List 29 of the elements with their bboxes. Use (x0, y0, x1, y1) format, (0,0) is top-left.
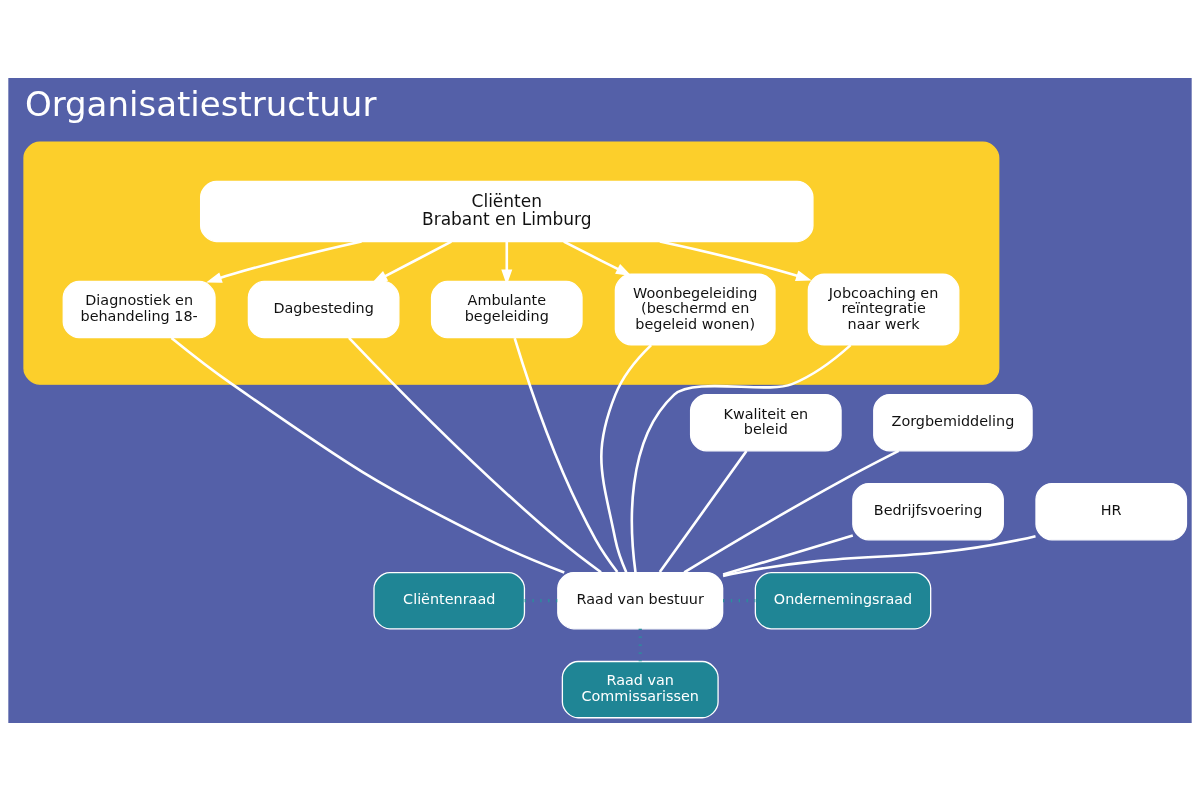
connector (722, 534, 1036, 577)
node-box: Raad van bestuur (557, 571, 724, 629)
node-box: Ondernemingsraad (754, 571, 932, 629)
arrow (659, 239, 812, 281)
arrow (371, 240, 452, 283)
node-box: Cliënten Brabant en Limburg (200, 180, 814, 242)
node-box: Cliëntenraad (373, 571, 526, 629)
connector (600, 343, 653, 573)
node-box: HR (1035, 482, 1188, 540)
node-box: Raad van Commissarissen (561, 660, 719, 718)
node-box: Bedrijfsvoering (852, 482, 1004, 540)
node-box: Woonbegeleiding (beschermd en begeleid wonen) (614, 273, 776, 346)
cluster (23, 140, 1000, 385)
connector (513, 337, 619, 573)
node-box: Ambulante begeleiding (430, 280, 583, 338)
connector (658, 449, 748, 573)
arrow (206, 239, 362, 283)
connector (170, 336, 565, 574)
arrow (563, 240, 632, 276)
connector (722, 533, 854, 576)
connector (683, 449, 900, 573)
node-box: Jobcoaching en reïntegratie naar werk (807, 273, 960, 346)
node-box: Kwaliteit en beleid (689, 393, 842, 452)
diagram-title: Organisatiestructuur (24, 83, 377, 124)
connector (630, 343, 852, 573)
node-box: Zorgbemiddeling (873, 393, 1033, 452)
node-box: Diagnostiek en behandeling 18- (62, 280, 216, 338)
connector (348, 336, 602, 573)
node-box: Dagbesteding (247, 280, 400, 338)
